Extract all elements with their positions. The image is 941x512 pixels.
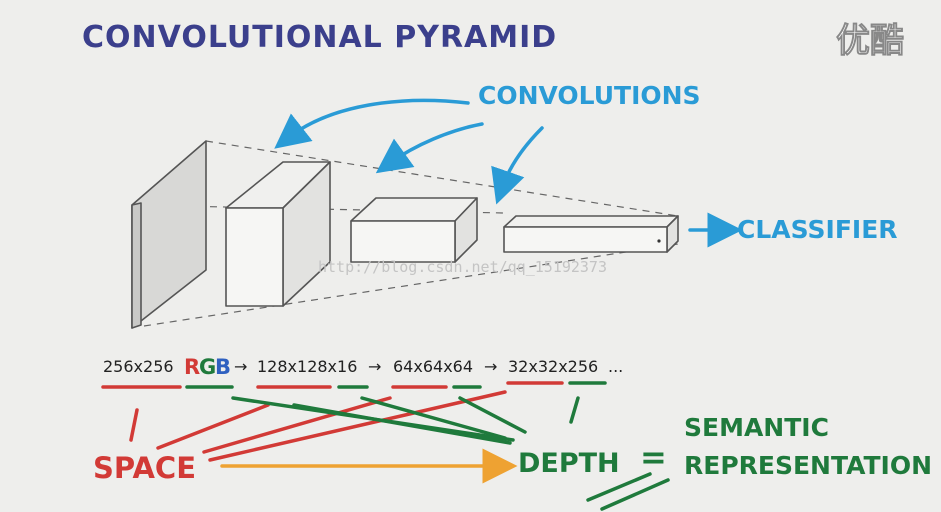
conv-layer-1-box: [225, 161, 331, 307]
dim-r: R: [184, 355, 200, 379]
convolutions-label: CONVOLUTIONS: [478, 81, 701, 110]
dim-ellipsis: ...: [608, 357, 623, 376]
watermark-url: http://blog.csdn.net/qq_15192373: [318, 258, 607, 276]
space-label: SPACE: [93, 451, 196, 485]
dim-128x128x16: 128x128x16: [257, 357, 357, 376]
conv-layer-3-box: [503, 215, 679, 253]
conv-layer-2-box: [350, 197, 478, 263]
semantic-underlines: [586, 472, 670, 511]
representation-label: REPRESENTATION: [684, 451, 932, 480]
dim-g: G: [199, 355, 216, 379]
input-layer-slab: [131, 140, 207, 329]
diagram-title: CONVOLUTIONAL PYRAMID: [82, 20, 557, 55]
semantic-label: SEMANTIC: [684, 413, 829, 442]
depth-connectors: [231, 396, 580, 445]
dim-arrow-3: →: [484, 357, 497, 376]
dim-256x256: 256x256: [103, 357, 174, 376]
youku-logo: 优酷: [836, 21, 904, 61]
dim-arrow-2: →: [368, 357, 381, 376]
convolution-arrows: [274, 98, 743, 248]
equals-sign: =: [640, 438, 667, 476]
depth-label: DEPTH: [518, 448, 620, 479]
dim-arrow-1: →: [234, 357, 247, 376]
dimension-sequence: 256x256 R G B → 128x128x16 → 64x64x64 → …: [103, 355, 623, 379]
classifier-label: CLASSIFIER: [737, 215, 898, 244]
dim-b: B: [215, 355, 231, 379]
space-connectors: [129, 390, 507, 462]
dimension-underlines: [101, 381, 607, 389]
dim-32x32x256: 32x32x256: [508, 357, 598, 376]
dim-64x64x64: 64x64x64: [393, 357, 473, 376]
